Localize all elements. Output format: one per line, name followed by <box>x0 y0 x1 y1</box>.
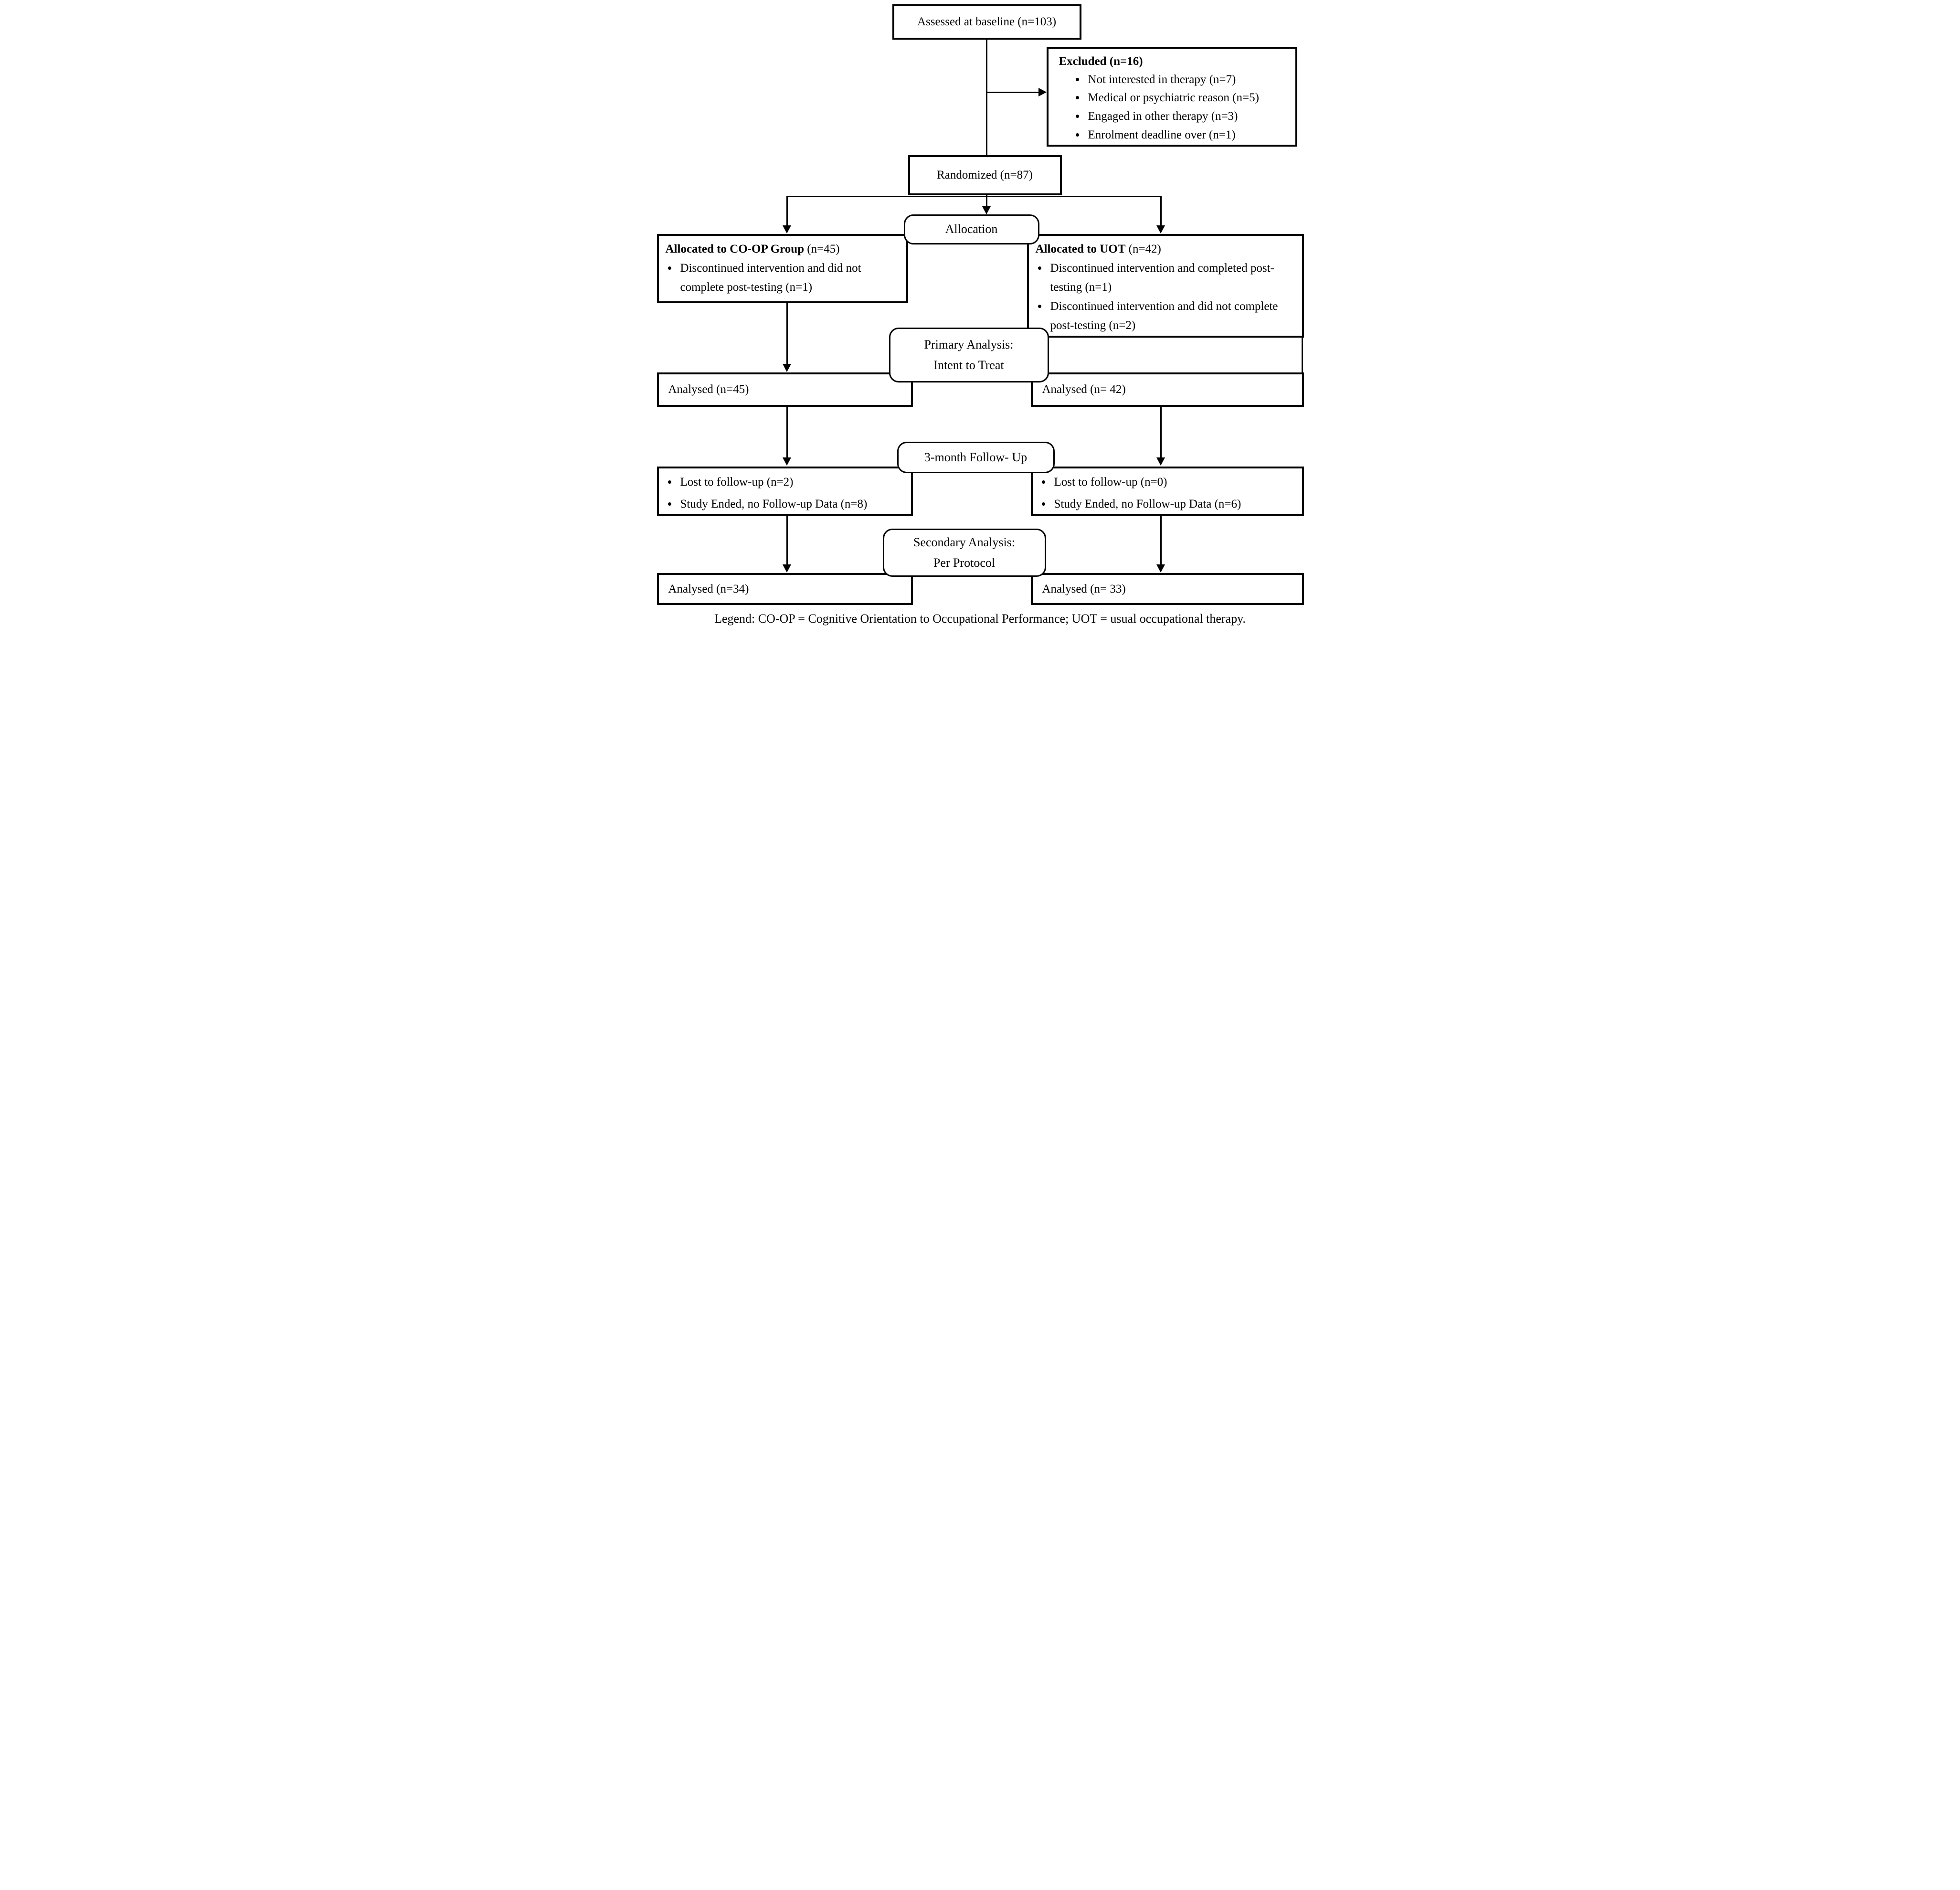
consort-flow-diagram: Assessed at baseline (n=103) Excluded (n… <box>653 0 1307 631</box>
analysed-itt-coop-box: Analysed (n=45) <box>657 372 913 407</box>
analysed-pp-uot-box: Analysed (n= 33) <box>1030 573 1304 605</box>
followup-stage-label: 3-month Follow- Up <box>924 450 1028 464</box>
connector-line <box>786 196 788 226</box>
arrowhead-right-icon <box>1038 88 1047 96</box>
analysed-pp-coop-box: Analysed (n=34) <box>657 573 913 605</box>
bullet-item: Medical or psychiatric reason (n=5) <box>1086 89 1292 107</box>
assessed-baseline-label: Assessed at baseline (n=103) <box>917 15 1057 28</box>
arrowhead-down-icon <box>1156 225 1165 234</box>
analysed-itt-uot-box: Analysed (n= 42) <box>1030 372 1304 407</box>
connector-line <box>786 407 788 458</box>
bullet-item: Discontinued intervention and completed … <box>1048 259 1298 297</box>
allocation-stage-label: Allocation <box>945 222 998 236</box>
connector-line <box>986 92 1039 93</box>
bullet-item: Discontinued intervention and did not co… <box>678 259 902 297</box>
connector-line <box>1160 407 1162 458</box>
connector-line <box>1160 196 1162 226</box>
bullet-item: Engaged in other therapy (n=3) <box>1086 107 1292 126</box>
bullet-item: Lost to follow-up (n=2) <box>678 471 907 493</box>
bullet-item: Not interested in therapy (n=7) <box>1086 71 1292 89</box>
connector-line <box>985 194 987 197</box>
coop-allocation-list: Discontinued intervention and did not co… <box>666 259 902 297</box>
arrowhead-down-icon <box>1156 457 1165 466</box>
coop-allocation-box: Allocated to CO-OP Group (n=45) Disconti… <box>657 234 908 303</box>
connector-line <box>786 196 1162 197</box>
connector-line <box>1160 516 1162 565</box>
bullet-item: Study Ended, no Follow-up Data (n=6) <box>1052 493 1298 515</box>
bullet-item: Lost to follow-up (n=0) <box>1052 471 1298 493</box>
uot-allocation-title-n: (n=42) <box>1125 243 1161 255</box>
randomized-box: Randomized (n=87) <box>908 155 1062 195</box>
analysed-itt-coop-label: Analysed (n=45) <box>668 383 749 396</box>
primary-analysis-line2: Intent to Treat <box>933 358 1004 372</box>
followup-coop-list: Lost to follow-up (n=2)Study Ended, no F… <box>666 471 907 516</box>
secondary-analysis-pill: Secondary Analysis: Per Protocol <box>882 529 1046 577</box>
coop-allocation-title-n: (n=45) <box>804 243 840 255</box>
arrowhead-down-icon <box>782 364 791 372</box>
secondary-analysis-line2: Per Protocol <box>933 555 996 570</box>
connector-line <box>786 516 788 565</box>
arrowhead-down-icon <box>782 564 791 573</box>
coop-allocation-title: Allocated to CO-OP Group (n=45) <box>666 240 902 259</box>
uot-allocation-title-bold: Allocated to UOT <box>1035 243 1126 255</box>
legend-text: Legend: CO-OP = Cognitive Orientation to… <box>714 612 1246 626</box>
bullet-item: Enrolment deadline over (n=1) <box>1086 126 1292 145</box>
uot-allocation-title: Allocated to UOT (n=42) <box>1036 240 1298 259</box>
connector-line <box>985 39 987 156</box>
analysed-pp-uot-label: Analysed (n= 33) <box>1042 582 1126 595</box>
uot-allocation-list: Discontinued intervention and completed … <box>1036 259 1298 335</box>
coop-allocation-title-bold: Allocated to CO-OP Group <box>665 243 805 255</box>
bullet-item: Study Ended, no Follow-up Data (n=8) <box>678 493 907 515</box>
arrowhead-down-icon <box>982 206 991 214</box>
connector-line <box>985 196 987 207</box>
excluded-reasons-list: Not interested in therapy (n=7)Medical o… <box>1059 71 1292 145</box>
connector-line <box>786 303 788 364</box>
arrowhead-down-icon <box>782 225 791 234</box>
uot-allocation-box: Allocated to UOT (n=42) Discontinued int… <box>1027 234 1304 338</box>
followup-coop-box: Lost to follow-up (n=2)Study Ended, no F… <box>657 467 913 516</box>
allocation-stage-pill: Allocation <box>903 214 1039 244</box>
connector-line <box>1301 338 1303 372</box>
secondary-analysis-line1: Secondary Analysis: <box>913 535 1016 549</box>
assessed-baseline-box: Assessed at baseline (n=103) <box>892 4 1081 40</box>
excluded-box: Excluded (n=16) Not interested in therap… <box>1046 47 1297 147</box>
primary-analysis-line1: Primary Analysis: <box>924 337 1014 351</box>
followup-stage-pill: 3-month Follow- Up <box>897 442 1055 473</box>
bullet-item: Discontinued intervention and did not co… <box>1048 297 1298 335</box>
randomized-label: Randomized (n=87) <box>937 169 1033 181</box>
arrowhead-down-icon <box>1156 564 1165 573</box>
arrowhead-down-icon <box>782 457 791 466</box>
analysed-itt-uot-label: Analysed (n= 42) <box>1042 383 1126 396</box>
primary-analysis-pill: Primary Analysis: Intent to Treat <box>889 328 1049 382</box>
analysed-pp-coop-label: Analysed (n=34) <box>668 582 749 595</box>
followup-uot-list: Lost to follow-up (n=0)Study Ended, no F… <box>1039 471 1298 516</box>
excluded-title: Excluded (n=16) <box>1059 55 1143 68</box>
followup-uot-box: Lost to follow-up (n=0)Study Ended, no F… <box>1030 467 1304 516</box>
